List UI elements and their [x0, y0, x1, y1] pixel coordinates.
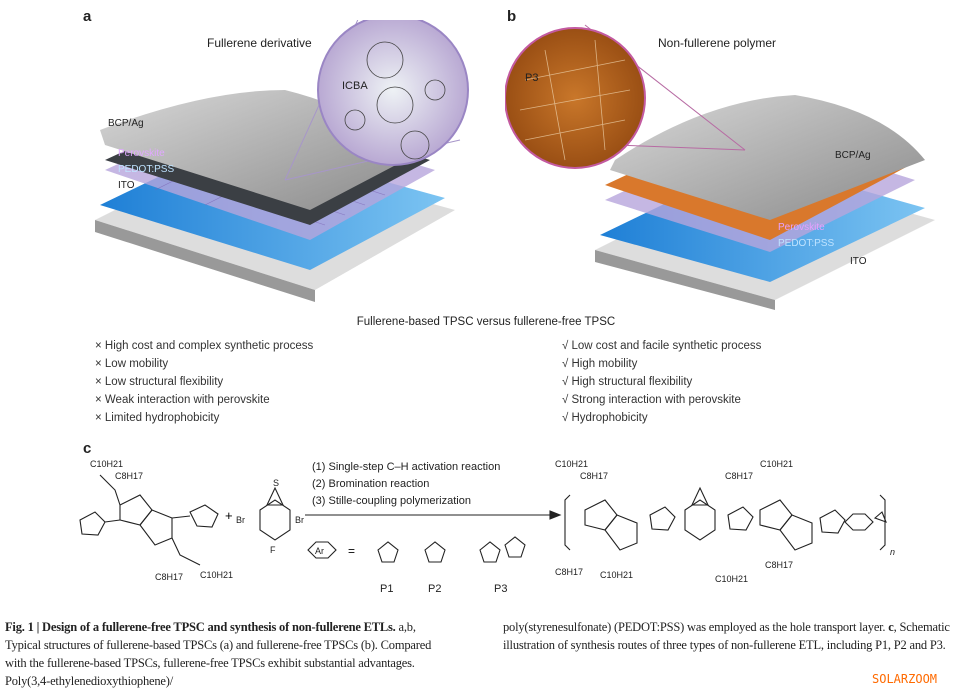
- p1-thiophene: [377, 541, 399, 563]
- alkyl-label: C10H21: [90, 459, 123, 469]
- pros-item: √ Low cost and facile synthetic process: [562, 340, 762, 352]
- pros-item: √ Strong interaction with perovskite: [562, 394, 741, 406]
- bcp-ag-layer-b: [610, 95, 925, 220]
- alkyl-label: C8H17: [555, 567, 583, 577]
- alkyl-label: C8H17: [155, 572, 183, 582]
- alkyl-label: C8H17: [725, 471, 753, 481]
- panel-a-title: Fullerene derivative: [207, 36, 312, 50]
- repeat-unit-n: n: [890, 547, 895, 557]
- pros-item: √ Hydrophobicity: [562, 412, 648, 424]
- synthesis-scheme: C10H21 C8H17 C8H17 C10H21 Br Br F S C10H…: [79, 459, 895, 595]
- panel-c-label: c: [83, 440, 92, 457]
- sulfur-label: S: [273, 478, 279, 488]
- alkyl-label: C10H21: [600, 570, 633, 580]
- comparison-title: Fullerene-based TPSC versus fullerene-fr…: [356, 316, 616, 328]
- thiophene-right: [189, 504, 219, 528]
- synthesis-step: (1) Single-step C–H activation reaction: [312, 461, 500, 473]
- caption-body: a,b, Typical structures of fullerene-bas…: [5, 620, 432, 688]
- cons-list: × High cost and complex synthetic proces…: [95, 337, 313, 427]
- polymer-label-p3: P3: [494, 583, 507, 595]
- cons-item: × High cost and complex synthetic proces…: [95, 340, 314, 352]
- alkyl-label: C8H17: [115, 471, 143, 481]
- cons-item: × Low mobility: [95, 358, 169, 370]
- alkyl-label: C10H21: [760, 459, 793, 469]
- caption-c-label: c: [888, 620, 894, 634]
- alkyl-label: C10H21: [715, 574, 748, 584]
- layer-label-bcp-ag-b: BCP/Ag: [835, 150, 871, 161]
- fluorine-label: F: [270, 545, 276, 555]
- icba-inset: [317, 20, 469, 166]
- pros-item: √ High mobility: [562, 358, 638, 370]
- layer-label-perovskite: Perovskite: [118, 148, 165, 159]
- equals-sign: =: [348, 544, 355, 558]
- thiophene-left: [79, 511, 106, 536]
- inset-label-p3: P3: [525, 72, 539, 84]
- cons-item: × Weak interaction with perovskite: [95, 394, 270, 406]
- ar-hexagon: [307, 541, 337, 559]
- panel-b-title: Non-fullerene polymer: [658, 36, 777, 50]
- synthesis-step: (3) Stille-coupling polymerization: [312, 495, 471, 507]
- layer-label-ito: ITO: [118, 180, 135, 191]
- cons-item: × Limited hydrophobicity: [95, 412, 220, 424]
- pros-list: √ Low cost and facile synthetic process …: [562, 337, 761, 427]
- polymer-label-p1: P1: [380, 583, 393, 595]
- layer-label-perovskite-b: Perovskite: [778, 222, 825, 233]
- figure-caption-left: Fig. 1 | Design of a fullerene-free TPSC…: [5, 618, 450, 690]
- caption-c-body: , Schematic illustration of synthesis ro…: [503, 620, 950, 652]
- caption-continuation: poly(styrenesulfonate) (PEDOT:PSS) was e…: [503, 620, 886, 634]
- alkyl-label: C10H21: [555, 459, 588, 469]
- synthesis-step: (2) Bromination reaction: [312, 478, 429, 490]
- figure-caption-right: poly(styrenesulfonate) (PEDOT:PSS) was e…: [503, 618, 968, 654]
- nonfullerene-device-illustration: [505, 24, 935, 310]
- plus-sign: +: [225, 508, 233, 523]
- bromine-label: Br: [295, 515, 304, 525]
- layer-label-pedot: PEDOT:PSS: [118, 164, 175, 175]
- p3-thiophene-a: [479, 541, 501, 563]
- watermark: SOLARZOOM: [872, 672, 938, 686]
- alkyl-label: C8H17: [580, 471, 608, 481]
- inset-label-icba: ICBA: [342, 80, 368, 92]
- caption-title: Fig. 1 | Design of a fullerene-free TPSC…: [5, 620, 396, 634]
- panel-a-label: a: [83, 8, 92, 25]
- p2-thiophene: [424, 541, 446, 563]
- panel-b-label: b: [507, 8, 517, 25]
- dpp-core: [119, 494, 153, 526]
- fullerene-device-illustration: [95, 20, 469, 302]
- ar-symbol: Ar: [315, 546, 324, 556]
- polymer-label-p2: P2: [428, 583, 441, 595]
- cons-item: × Low structural flexibility: [95, 376, 224, 388]
- alkyl-label: C8H17: [765, 560, 793, 570]
- benzothiadiazole: [259, 499, 291, 541]
- p3-thiophene-b: [504, 536, 526, 558]
- layer-label-pedot-b: PEDOT:PSS: [778, 238, 835, 249]
- alkyl-label: C10H21: [200, 570, 233, 580]
- pros-item: √ High structural flexibility: [562, 376, 693, 388]
- p3-inset: [505, 27, 646, 169]
- layer-label-bcp-ag: BCP/Ag: [108, 118, 144, 129]
- layer-label-ito-b: ITO: [850, 256, 867, 267]
- bromine-label: Br: [236, 515, 245, 525]
